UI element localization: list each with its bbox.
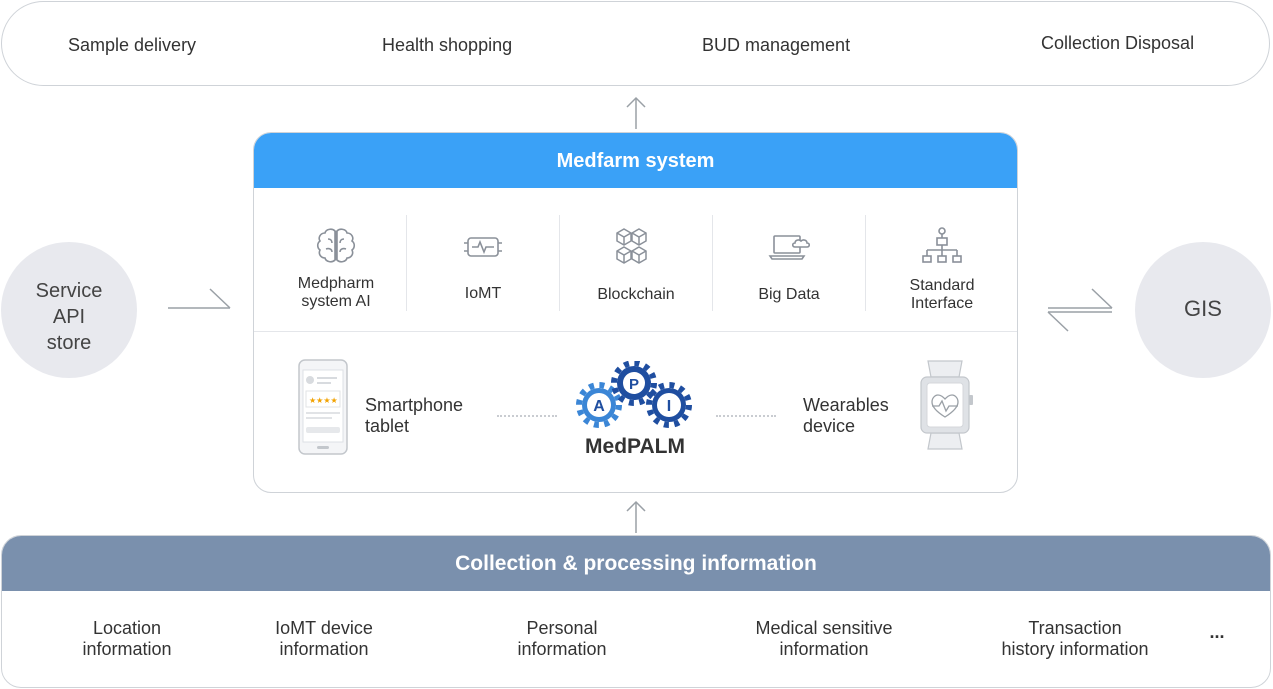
api-gears-icon: A P I: [576, 361, 692, 428]
service-api-store-node: Service API store: [1, 242, 137, 378]
api-letter-a: A: [593, 398, 605, 415]
tech-big-data: Big Data: [713, 213, 865, 313]
collection-processing-panel: Collection & processing information Loca…: [1, 535, 1271, 688]
blockchain-cubes-icon: [616, 228, 647, 264]
service-health-shopping: Health shopping: [382, 35, 513, 55]
tech-label: Big Data: [758, 286, 820, 303]
tech-label: Standard Interface: [909, 277, 975, 312]
tech-label: IoMT: [464, 285, 502, 302]
system-divider: [254, 331, 1017, 332]
info-location: Location information: [82, 618, 172, 659]
tech-standard-interface: Standard Interface: [866, 213, 1017, 313]
medfarm-system-panel: Medfarm system Medpharm system AI IoMT B…: [253, 132, 1018, 493]
tech-medpharm-ai: Medpharm system AI: [260, 213, 412, 313]
service-bud-management: BUD management: [702, 35, 851, 55]
brain-icon: [316, 228, 356, 263]
tech-label: Blockchain: [597, 286, 675, 303]
connector-right-dotted: [716, 415, 776, 417]
api-letter-i: I: [667, 398, 671, 415]
smartphone-icon: ★★★★: [298, 359, 348, 455]
info-more-ellipsis: ...: [1209, 622, 1225, 642]
bidirectional-arrow-icon: [1047, 288, 1113, 332]
info-personal: Personal information: [517, 618, 607, 659]
arrow-right-to-system-icon: [168, 288, 231, 309]
connector-left-dotted: [497, 415, 557, 417]
devices-left-label: Smartphone tablet: [365, 395, 464, 436]
svg-text:★★★★: ★★★★: [309, 396, 338, 405]
collection-processing-title: Collection & processing information: [2, 536, 1270, 591]
tech-blockchain: Blockchain: [560, 213, 712, 313]
tech-divider: [406, 215, 407, 311]
service-sample-delivery: Sample delivery: [68, 35, 197, 55]
tech-divider: [712, 215, 713, 311]
tech-label: Medpharm system AI: [297, 275, 375, 310]
services-bar: Sample delivery Health shopping BUD mana…: [1, 1, 1270, 86]
cloud-laptop-icon: [768, 235, 811, 260]
tech-divider: [559, 215, 560, 311]
gis-node: GIS: [1135, 242, 1271, 378]
arrow-up-to-system-icon: [626, 500, 646, 533]
medpalm-label: MedPALM: [585, 435, 685, 458]
arrow-up-to-services-icon: [626, 96, 646, 129]
tech-iomt: IoMT: [407, 213, 559, 313]
service-api-store-label: Service API store: [35, 280, 103, 354]
iomt-chip-icon: [464, 237, 502, 257]
service-collection-disposal: Collection Disposal: [1041, 33, 1195, 53]
smartwatch-icon: [920, 360, 973, 450]
tech-divider: [865, 215, 866, 311]
info-iomt-device: IoMT device information: [275, 618, 373, 659]
network-tree-icon: [922, 227, 962, 263]
devices-right-label: Wearables device: [803, 395, 889, 436]
info-transaction-history: Transaction history information: [1001, 618, 1149, 659]
info-medical-sensitive: Medical sensitive information: [755, 618, 893, 659]
medfarm-system-title: Medfarm system: [254, 133, 1017, 188]
gis-label: GIS: [1184, 296, 1222, 321]
api-letter-p: P: [629, 376, 639, 393]
